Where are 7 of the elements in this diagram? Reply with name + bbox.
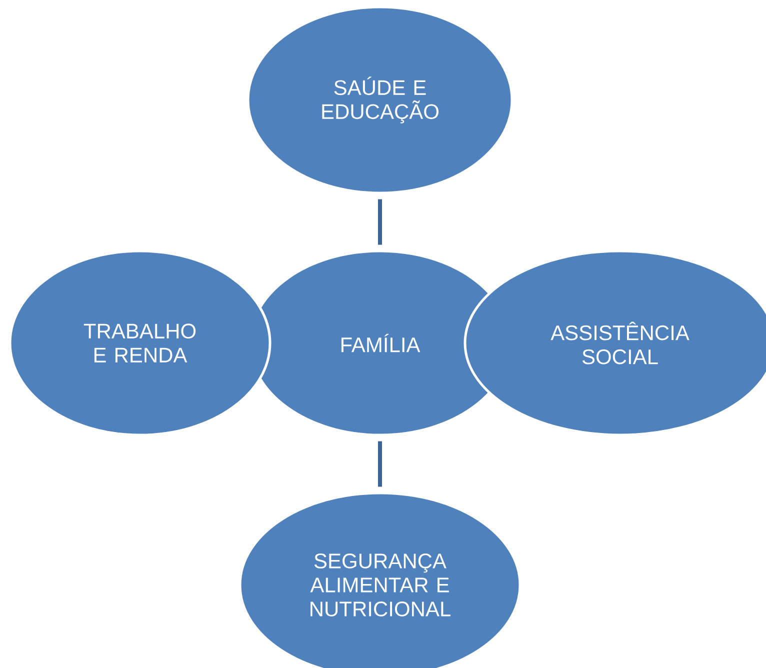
ellipse-node: SAÚDE E EDUCAÇÃO bbox=[246, 6, 514, 194]
connector-line bbox=[378, 441, 382, 487]
ellipse-node: ASSISTÊNCIA SOCIAL bbox=[464, 250, 766, 436]
ellipse-node: SEGURANÇA ALIMENTAR E NUTRICIONAL bbox=[238, 492, 522, 668]
ellipse-node: TRABALHO E RENDA bbox=[8, 250, 272, 436]
connector-line bbox=[378, 199, 382, 245]
node-label: ASSISTÊNCIA SOCIAL bbox=[550, 322, 690, 364]
